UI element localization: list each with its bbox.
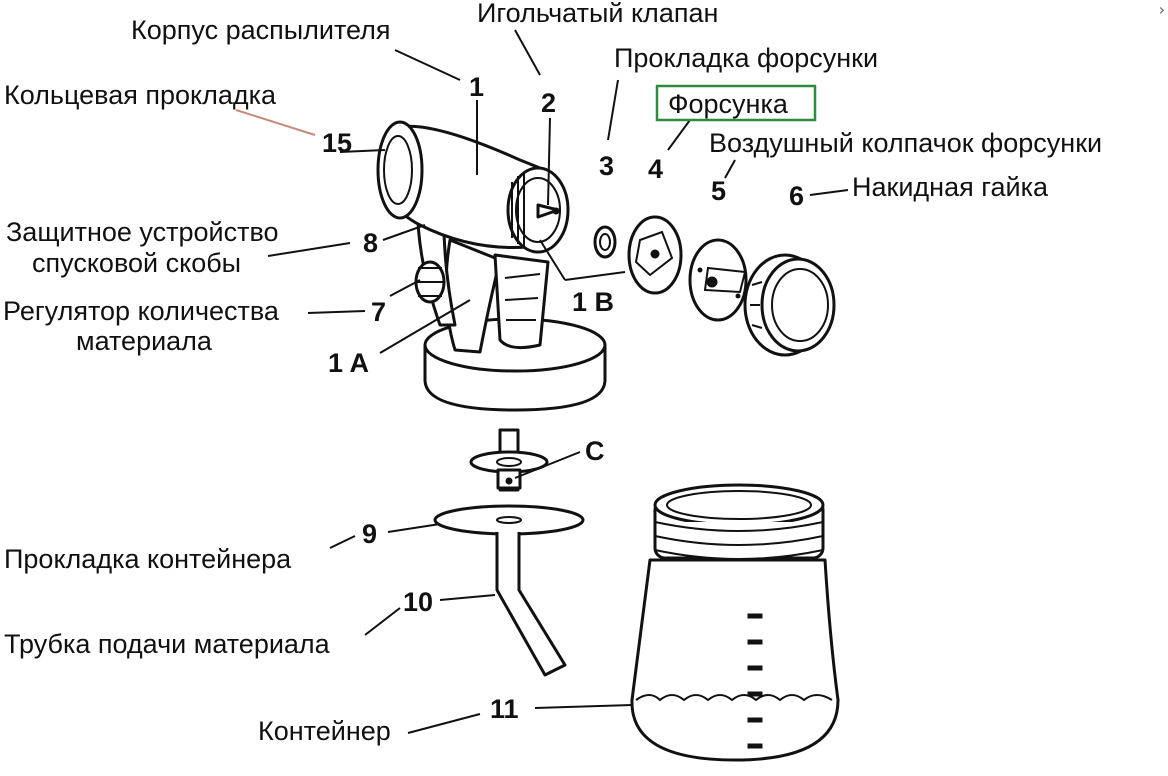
number-9: 9	[362, 519, 377, 549]
label-feed-tube: Трубка подачи материала	[4, 629, 331, 659]
spray-gun-assembly	[376, 120, 607, 412]
part-labels: Корпус распылителя Игольчатый клапан Про…	[3, 0, 1102, 746]
label-union-nut: Накидная гайка	[852, 172, 1049, 202]
number-11: 11	[490, 694, 519, 724]
nozzle-part	[627, 215, 683, 295]
number-8: 8	[363, 228, 378, 258]
number-15: 15	[322, 128, 352, 158]
label-flow-regulator-2: материала	[76, 326, 213, 356]
number-3: 3	[599, 151, 614, 181]
number-5: 5	[711, 176, 726, 206]
label-needle-valve: Игольчатый клапан	[477, 0, 718, 28]
label-body: Корпус распылителя	[131, 15, 391, 45]
label-trigger-guard-2: спусковой скобы	[32, 248, 241, 278]
label-nozzle-gasket: Прокладка форсунки	[614, 43, 878, 73]
leader-lines	[235, 29, 849, 734]
label-nozzle: Форсунка	[668, 89, 789, 119]
container-part	[630, 483, 840, 762]
number-1: 1	[469, 72, 484, 102]
number-2: 2	[541, 88, 556, 118]
number-4: 4	[648, 154, 663, 184]
label-ring-gasket: Кольцевая прокладка	[4, 80, 277, 110]
label-container: Контейнер	[258, 716, 391, 746]
number-7: 7	[371, 297, 386, 327]
number-10: 10	[403, 587, 433, 617]
number-1b: 1 B	[572, 287, 614, 317]
union-nut-part	[743, 253, 836, 357]
label-flow-regulator-1: Регулятор количества	[3, 296, 280, 326]
measurement-ticks	[747, 613, 763, 749]
label-air-cap: Воздушный колпачок форсунки	[709, 128, 1102, 158]
pickup-tube-part	[433, 428, 585, 677]
label-container-gasket: Прокладка контейнера	[4, 544, 292, 574]
part-numbers: 1 2 3 4 5 6 15 8 7 1 A 1 B C 9 10 11	[322, 72, 804, 724]
air-cap-part	[688, 238, 748, 322]
number-6: 6	[789, 181, 804, 211]
nozzle-gasket-part	[593, 225, 617, 259]
next-chevron-icon[interactable]: ›	[1158, 0, 1165, 19]
label-trigger-guard-1: Защитное устройство	[6, 217, 279, 247]
number-1a: 1 A	[328, 348, 369, 378]
number-c: C	[585, 436, 605, 466]
nozzle-highlight-box	[655, 84, 817, 122]
